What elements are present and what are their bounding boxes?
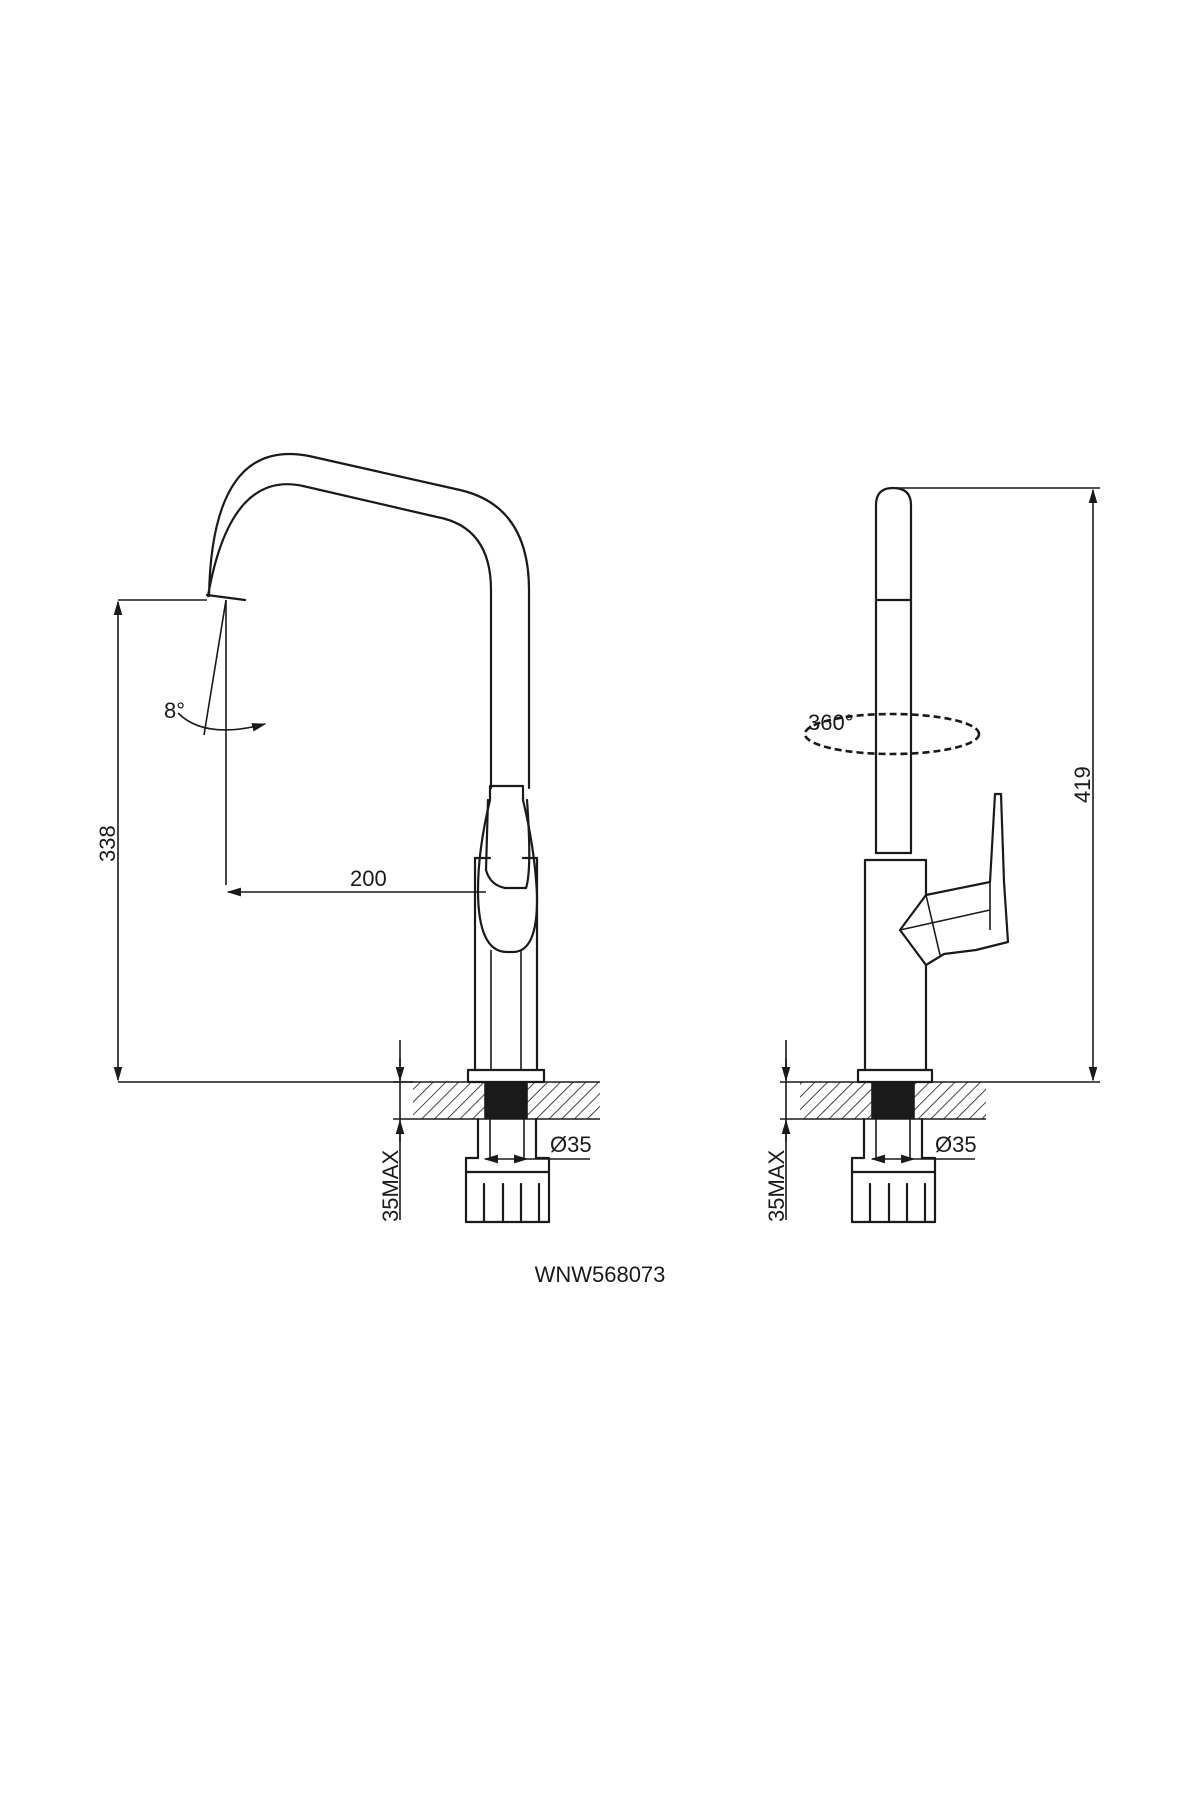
front-tilt-line <box>203 599 227 736</box>
side-swivel-ellipse <box>803 712 981 756</box>
side-deck-right <box>914 1082 986 1119</box>
model-code: WNW568073 <box>534 1262 666 1287</box>
front-hose-connectors <box>464 1170 551 1224</box>
side-shank <box>850 1117 937 1174</box>
side-base <box>856 1068 934 1084</box>
front-height-label: 338 <box>95 825 120 862</box>
front-base <box>466 1068 546 1084</box>
front-deck-left <box>413 1082 485 1119</box>
side-deck-threaded <box>872 1082 914 1119</box>
front-body <box>473 856 539 1072</box>
side-swivel-label: 360° <box>808 710 854 735</box>
front-spout <box>206 452 531 790</box>
front-view: 8° Ø35 35MAX <box>95 452 600 1224</box>
front-tilt-arc <box>177 712 267 732</box>
front-deck-thickness-label: 35MAX <box>378 1150 403 1222</box>
side-handle-inner <box>899 882 991 956</box>
side-body <box>863 858 928 1072</box>
front-reach-label: 200 <box>350 866 387 891</box>
side-deck-left <box>800 1082 872 1119</box>
side-view: 360° Ø35 35MAX <box>764 486 1100 1224</box>
front-body-inner <box>490 950 522 1070</box>
side-hose-connectors <box>850 1170 937 1224</box>
front-handle-lever <box>484 798 531 890</box>
front-deck-threaded <box>485 1082 527 1119</box>
front-deck-right <box>527 1082 600 1119</box>
side-diameter-label: Ø35 <box>935 1132 977 1157</box>
front-tilt-label: 8° <box>164 698 185 723</box>
side-spout <box>874 486 913 855</box>
front-diameter-label: Ø35 <box>550 1132 592 1157</box>
front-spout-outlet <box>205 593 247 602</box>
side-height-label: 419 <box>1070 766 1095 803</box>
front-handle <box>476 784 539 954</box>
side-deck-thickness-label: 35MAX <box>764 1150 789 1222</box>
front-shank <box>464 1117 551 1174</box>
side-handle <box>898 792 1010 967</box>
